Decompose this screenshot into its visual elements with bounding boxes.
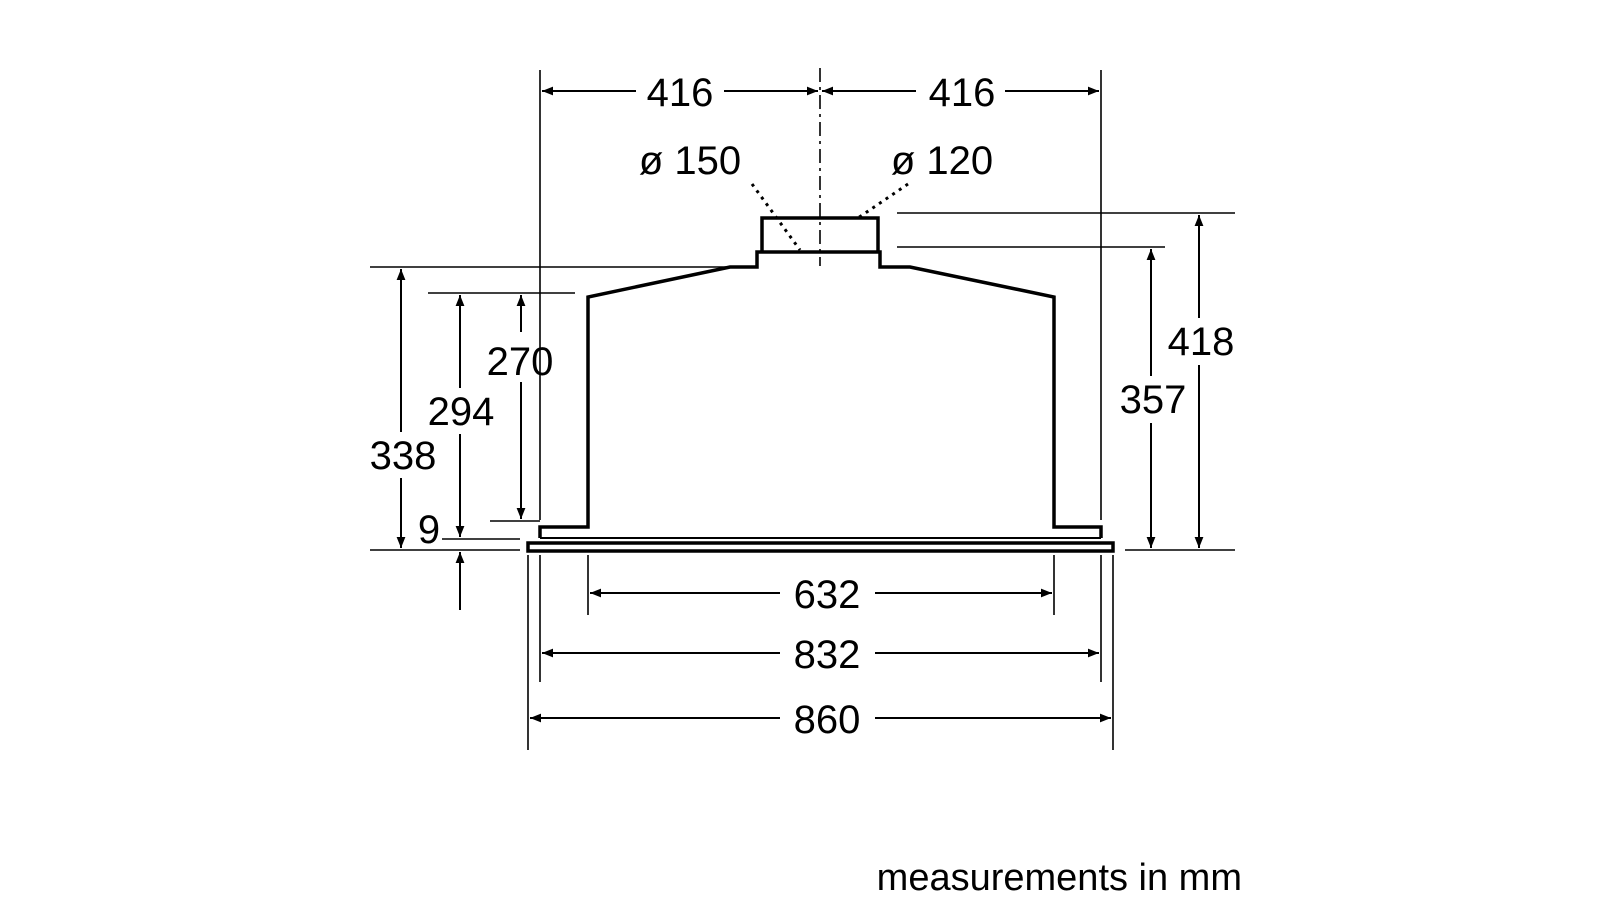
dim-416-right-label: 416	[929, 71, 996, 115]
units-note: measurements in mm	[877, 857, 1242, 899]
dimension-arrows	[396, 86, 1204, 723]
dim-9-label: 9	[418, 508, 440, 552]
dim-294-label: 294	[428, 390, 495, 434]
diameter-leaders	[750, 182, 909, 251]
dim-632-label: 632	[794, 573, 861, 617]
hood-outline	[526, 216, 1115, 553]
extension-lines	[370, 70, 1235, 750]
dim-270-label: 270	[487, 340, 554, 384]
dim-416-left-label: 416	[647, 71, 714, 115]
dim-832-label: 832	[794, 633, 861, 677]
dim-diameter-120-label: ø 120	[891, 139, 993, 183]
dim-860-label: 860	[794, 698, 861, 742]
dim-338-label: 338	[370, 434, 437, 478]
dim-357-label: 357	[1120, 378, 1187, 422]
dim-418-label: 418	[1168, 320, 1235, 364]
dim-diameter-150-label: ø 150	[639, 139, 741, 183]
